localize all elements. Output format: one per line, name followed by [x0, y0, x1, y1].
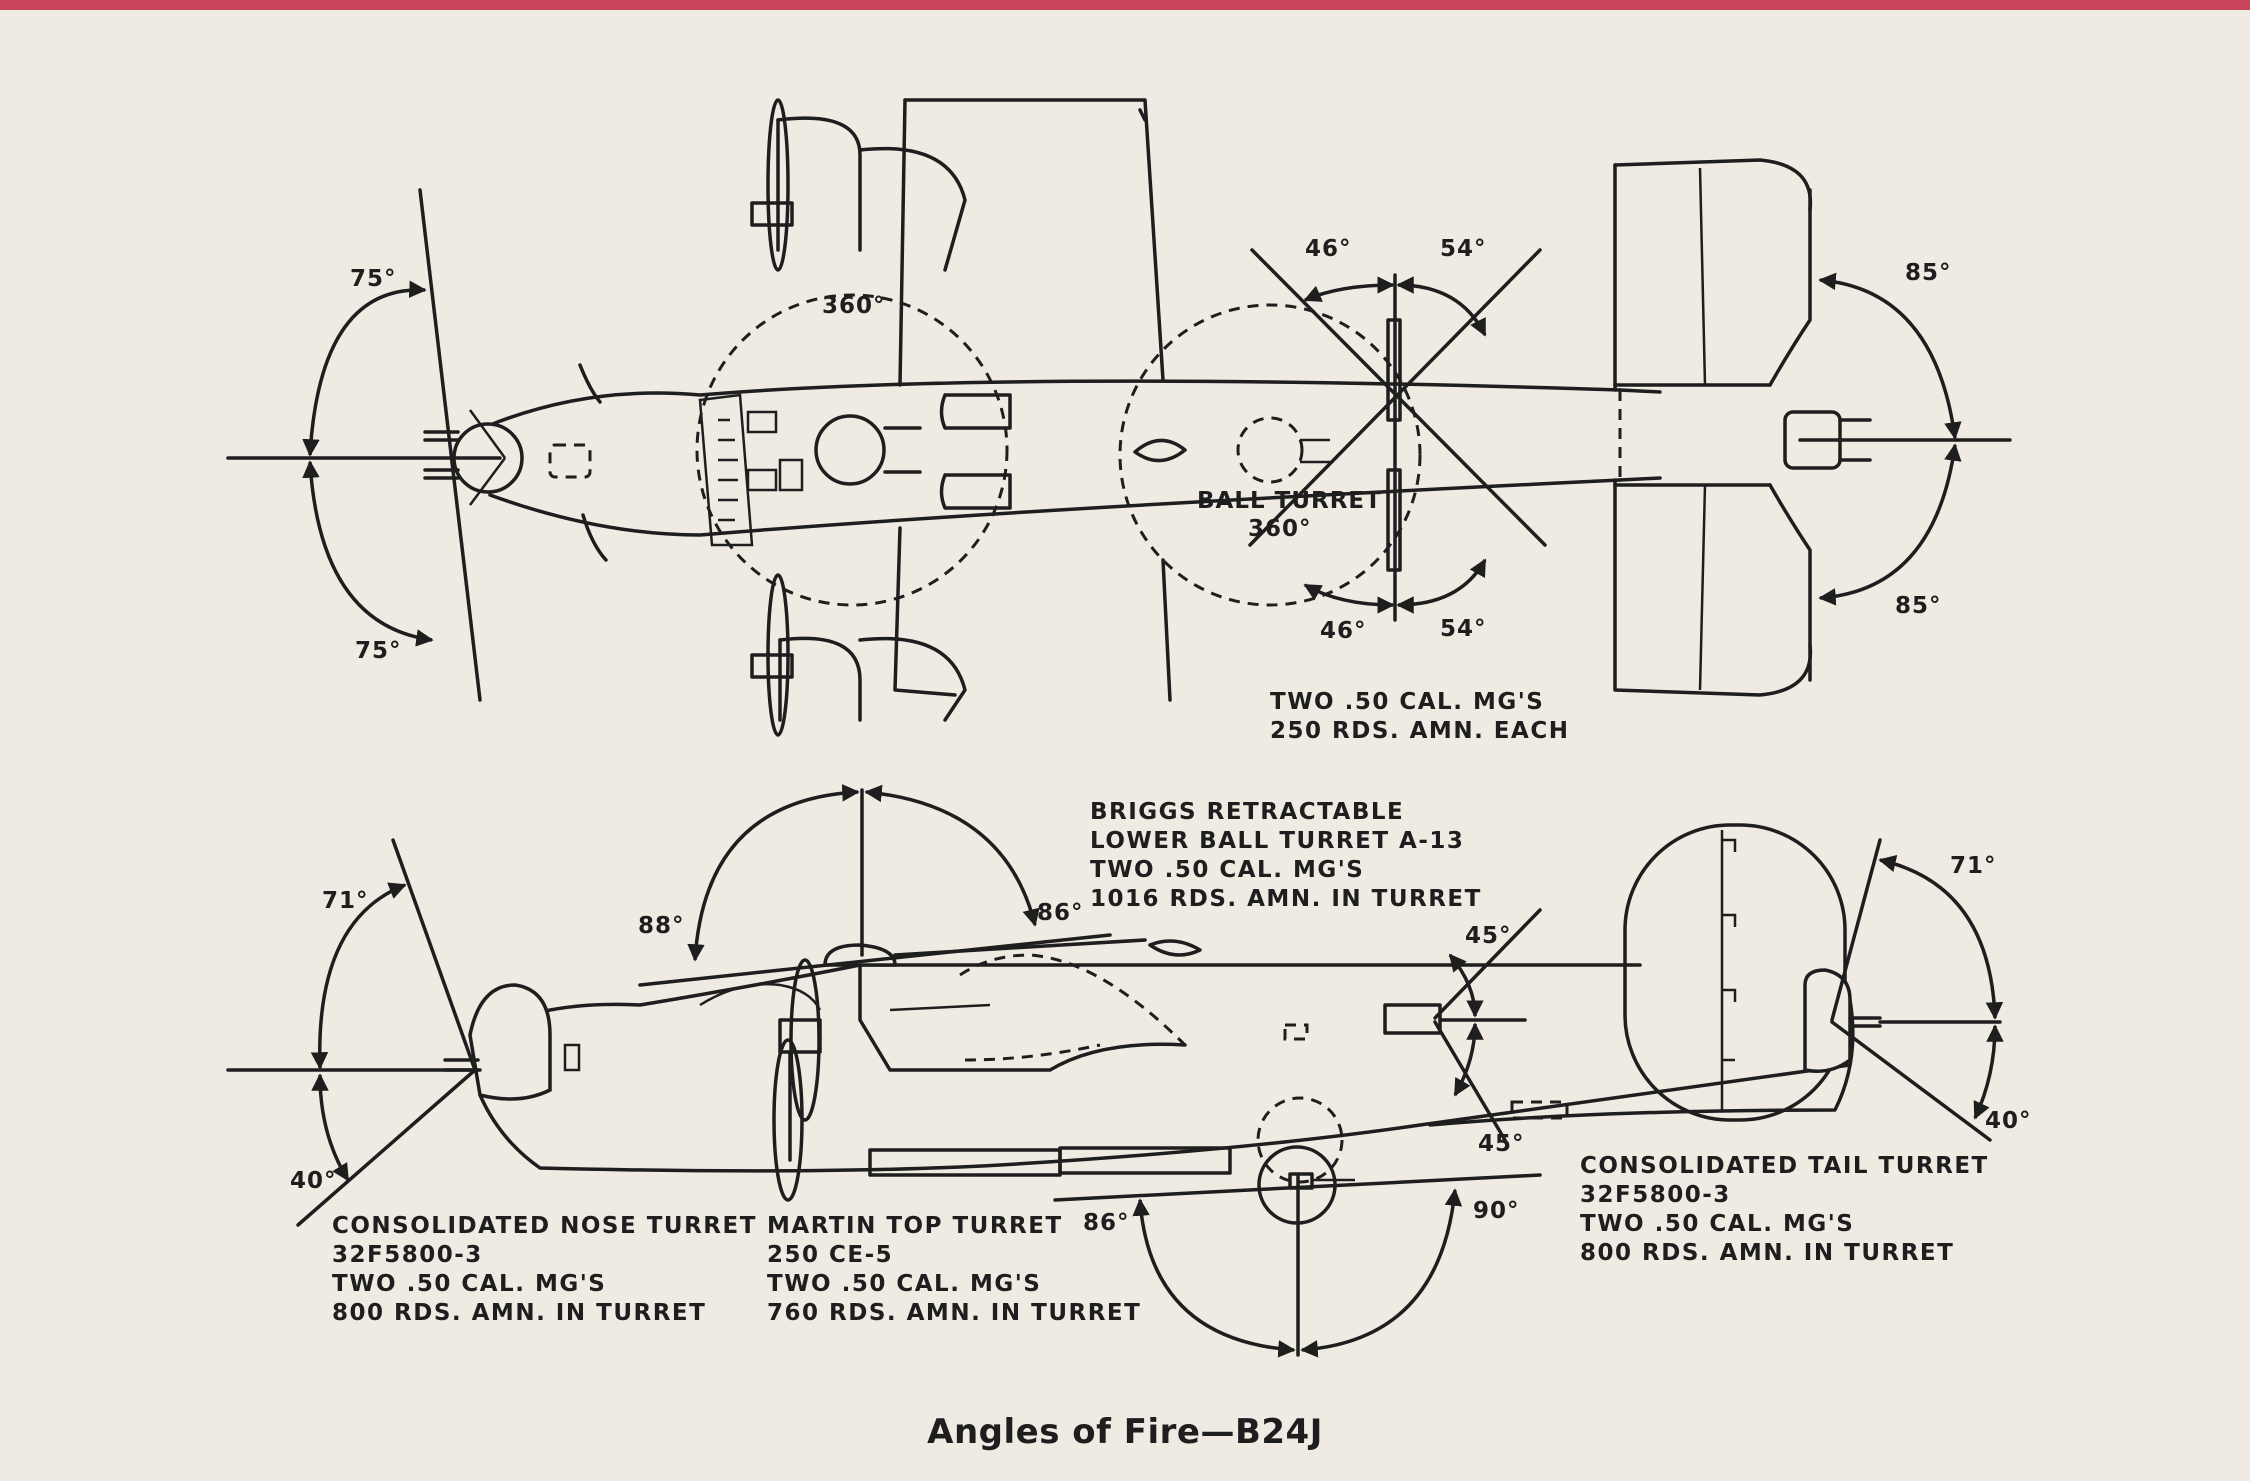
side-tail [1623, 823, 2004, 1142]
side-ball-turret [1053, 1096, 1542, 1358]
side-briggs-note: BRIGGS RETRACTABLE LOWER BALL TURRET A-1… [1090, 799, 1482, 912]
side-fuselage [478, 939, 1855, 1177]
plan-top-turret [695, 293, 1009, 607]
plan-ball-turret-angle: 360° [1248, 516, 1312, 542]
plan-engines [750, 98, 1012, 737]
side-waist [1383, 908, 1542, 1142]
side-nose-turret [226, 838, 552, 1227]
side-nose-upper-angle: 71° [322, 888, 369, 914]
plan-ball-turret [1118, 248, 1547, 622]
plan-tail-upper-angle: 85° [1905, 260, 1952, 286]
side-waist-upper-angle: 45° [1465, 923, 1512, 949]
plan-tail [1613, 158, 1872, 697]
plan-waist-lower-right-angle: 54° [1440, 616, 1487, 642]
side-top-right-angle: 86° [1037, 900, 1084, 926]
side-ball-left-angle: 86° [1083, 1210, 1130, 1236]
plan-nose-upper-angle: 75° [350, 266, 397, 292]
plan-wing [893, 98, 1172, 702]
plan-nose-lower-angle: 75° [355, 638, 402, 664]
side-tail-turret-note: CONSOLIDATED TAIL TURRET 32F5800-3 TWO .… [1580, 1153, 1989, 1266]
plan-waist-guns-note: TWO .50 CAL. MG'S 250 RDS. AMN. EACH [1270, 689, 1570, 744]
plan-top-turret-angle: 360° [822, 293, 886, 319]
page-top-edge [0, 0, 2250, 10]
plan-tail-lower-angle: 85° [1895, 593, 1942, 619]
side-nose-lower-angle: 40° [290, 1168, 337, 1194]
plan-waist-lower-left-angle: 46° [1320, 618, 1367, 644]
side-top-turret-note: MARTIN TOP TURRET 250 CE-5 TWO .50 CAL. … [767, 1213, 1142, 1326]
figure-title: Angles of Fire—B24J [927, 1412, 1323, 1452]
side-nose-turret-note: CONSOLIDATED NOSE TURRET 32F5800-3 TWO .… [332, 1213, 757, 1326]
plan-fuselage [488, 379, 1662, 537]
side-tail-upper-angle: 71° [1950, 853, 1997, 879]
side-top-left-angle: 88° [638, 913, 685, 939]
side-tail-lower-angle: 40° [1985, 1108, 2032, 1134]
plan-view [226, 98, 2012, 737]
side-top-turret [638, 784, 1147, 987]
side-view [226, 784, 2004, 1358]
side-waist-lower-angle: 45° [1478, 1131, 1525, 1157]
plan-nose-arc [226, 188, 502, 702]
plan-tail-arc [1798, 272, 2012, 606]
plan-waist-upper-right-angle: 54° [1440, 236, 1487, 262]
side-engine [772, 958, 822, 1202]
plan-waist-upper-left-angle: 46° [1305, 236, 1352, 262]
side-ball-right-angle: 90° [1473, 1198, 1520, 1224]
plan-ball-turret-label: BALL TURRET [1197, 488, 1382, 514]
